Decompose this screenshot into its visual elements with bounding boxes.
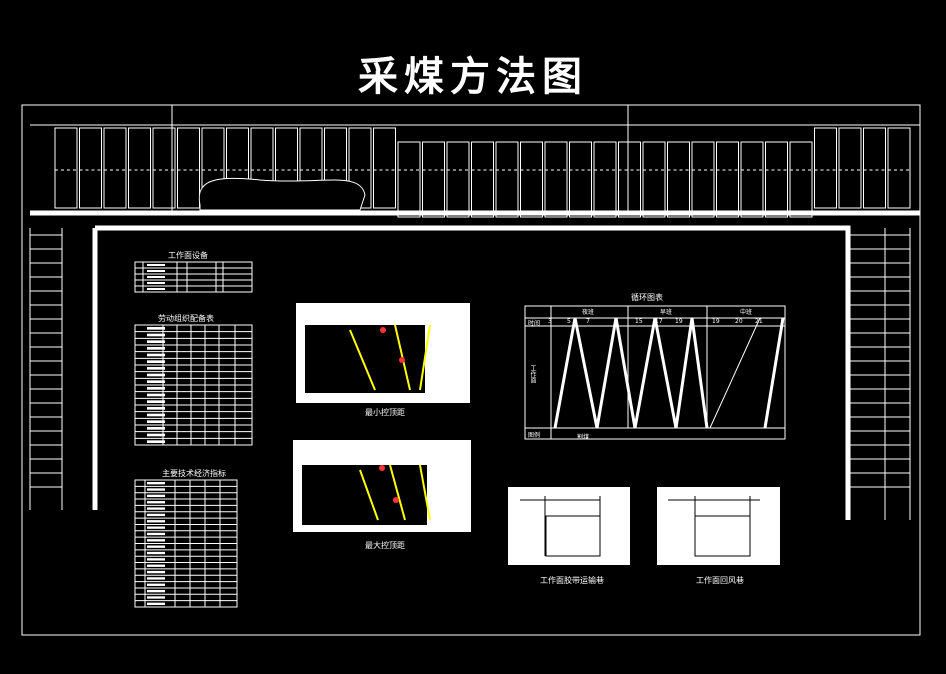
hydraulic-support: [618, 141, 641, 218]
hydraulic-support: [569, 141, 592, 218]
hydraulic-support: [520, 141, 543, 218]
cycle-hour-label: 17: [655, 318, 663, 325]
data-tables: [134, 261, 253, 608]
equipment-table-title: 工作面设备: [168, 251, 208, 260]
hydraulic-support: [79, 127, 102, 209]
cycle-hour-label: 5: [567, 318, 571, 325]
drawing-frame: [21, 104, 921, 636]
hydraulic-support: [642, 141, 666, 218]
hydraulic-support: [740, 141, 764, 218]
hydraulic-support: [177, 127, 200, 209]
hydraulic-support: [397, 141, 421, 218]
cycle-y-label: 工作面: [529, 365, 536, 383]
hydraulic-support: [54, 127, 78, 209]
legend-label: 图例: [528, 432, 541, 439]
min-roof-label: 最小控顶距: [365, 408, 405, 417]
longwall-face-supports: [30, 105, 920, 218]
gate-roadway-ladders: [29, 228, 911, 520]
hydraulic-support: [152, 127, 176, 209]
shift-1: 夜班: [582, 309, 595, 316]
roadway-boundary: [30, 210, 920, 520]
hydraulic-support: [887, 127, 911, 209]
hydraulic-support: [789, 141, 813, 218]
hydraulic-support: [103, 127, 127, 209]
cycle-hour-label: 3: [548, 318, 552, 325]
hydraulic-support: [128, 127, 151, 209]
equipment-table: [134, 261, 253, 293]
hydraulic-support: [422, 141, 445, 218]
cycle-chart-title: 循环图表: [631, 293, 663, 302]
hydraulic-support: [863, 127, 886, 209]
belt-roadway-section: [508, 487, 630, 565]
shearer: [198, 177, 366, 211]
drawing-title: 采煤方法图: [358, 54, 588, 100]
labor-table-title: 劳动组织配备表: [158, 314, 214, 323]
cycle-chart: [524, 305, 786, 440]
legend-item: 割煤: [577, 434, 590, 441]
shift-3: 中班: [740, 309, 753, 316]
return-road-label: 工作面回风巷: [696, 576, 744, 585]
cycle-hour-label: 19: [675, 318, 683, 325]
hydraulic-support: [495, 141, 519, 218]
hydraulic-support: [373, 127, 396, 209]
cycle-time-header: 时间: [528, 320, 541, 327]
hydraulic-support: [471, 141, 494, 218]
min-roof-control-section: [296, 303, 470, 403]
cycle-hour-label: 21: [755, 318, 763, 325]
cycle-hour-label: 19: [712, 318, 720, 325]
max-roof-control-section: [293, 440, 471, 532]
max-roof-label: 最大控顶距: [365, 541, 405, 550]
hydraulic-support: [765, 141, 788, 218]
hydraulic-support: [446, 141, 470, 218]
cycle-hour-label: 20: [735, 318, 743, 325]
belt-road-label: 工作面胶带运输巷: [540, 576, 604, 585]
hydraulic-support: [838, 127, 862, 209]
shift-2: 早班: [660, 309, 673, 316]
hydraulic-support: [814, 127, 837, 209]
cycle-hour-label: 15: [635, 318, 643, 325]
cycle-hour-label: 7: [586, 318, 590, 325]
hydraulic-support: [716, 141, 739, 218]
face-line: [30, 105, 920, 214]
hydraulic-support: [691, 141, 715, 218]
return-roadway-section: [657, 487, 780, 565]
hydraulic-support: [593, 141, 617, 218]
hydraulic-support: [544, 141, 568, 218]
tech-table-title: 主要技术经济指标: [162, 469, 226, 478]
hydraulic-support: [667, 141, 690, 218]
